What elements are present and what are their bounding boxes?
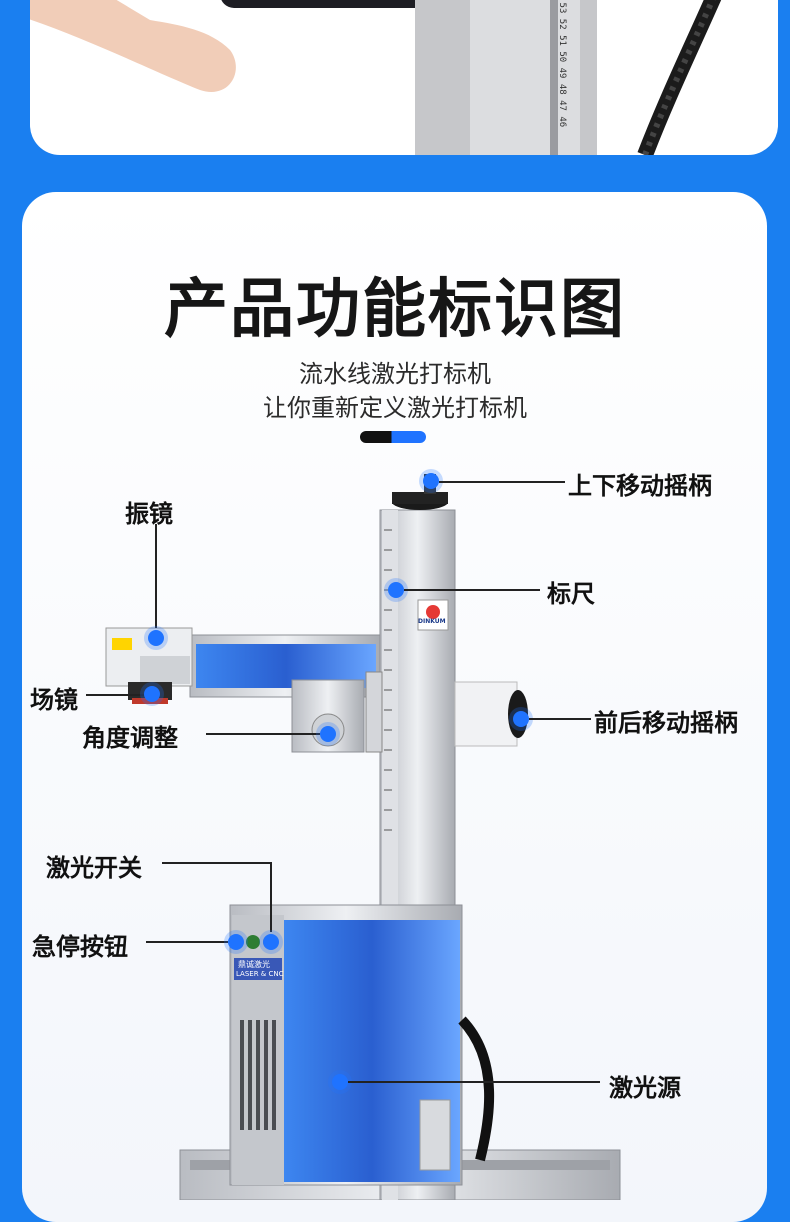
label-angle-adjust: 角度调整 (82, 724, 178, 752)
emergency-stop-line (146, 941, 228, 943)
top-photo-illustration (30, 0, 722, 155)
page-title: 产品功能标识图 (164, 273, 626, 347)
ruler-number: 51 (557, 35, 567, 46)
label-up-down-handle: 上下移动摇柄 (568, 472, 712, 500)
angle-adjust-dot (320, 726, 336, 742)
ruler-number: 47 (557, 100, 567, 111)
laser-source-dot (332, 1074, 348, 1090)
top-photo-strip: 55 54 53 52 51 50 49 48 47 46 (0, 0, 790, 160)
label-laser-source: 激光源 (609, 1074, 681, 1102)
ruler-number: 52 (557, 18, 567, 30)
label-ruler: 标尺 (547, 580, 595, 608)
field-lens-dot (144, 686, 160, 702)
ruler-number: 46 (557, 116, 567, 128)
subtitle-line-1: 流水线激光打标机 (299, 360, 491, 388)
top-photo-card: 55 54 53 52 51 50 49 48 47 46 (30, 0, 778, 155)
label-laser-switch: 激光开关 (46, 854, 142, 882)
up-down-handle-dot (423, 473, 439, 489)
front-back-handle-line (529, 718, 591, 720)
ruler-number: 49 (557, 67, 567, 79)
laser-source-line (348, 1081, 600, 1083)
angle-adjust-line (206, 733, 320, 735)
ruler-numbers: 55 54 53 52 51 50 49 48 47 46 (555, 0, 569, 155)
laser-switch-dot (263, 934, 279, 950)
laser-marking-machine (105, 474, 621, 1200)
laser-switch-line-v (270, 862, 272, 932)
laser-switch-line-h (162, 862, 272, 864)
label-galvo: 振镜 (125, 500, 173, 528)
ruler-line (404, 589, 540, 591)
galvo-dot (148, 630, 164, 646)
label-field-lens: 场镜 (30, 686, 78, 714)
field-lens-line (86, 694, 144, 696)
title-divider (360, 431, 426, 443)
emergency-stop-dot (228, 934, 244, 950)
panel-brand: 鼎诚激光 (238, 960, 270, 969)
label-front-back-handle: 前后移动摇柄 (594, 709, 738, 737)
ruler-number: 53 (557, 2, 567, 14)
panel-brand-en: LASER & CNC (236, 970, 284, 978)
front-back-handle-dot (513, 711, 529, 727)
label-emergency-stop: 急停按钮 (32, 933, 128, 961)
ruler-number: 50 (557, 51, 567, 63)
ruler-dot (388, 582, 404, 598)
brand-badge: DINKUM (418, 618, 446, 625)
ruler-number: 48 (557, 83, 567, 95)
galvo-line (155, 524, 157, 628)
up-down-handle-line (439, 481, 565, 483)
subtitle-line-2: 让你重新定义激光打标机 (263, 394, 527, 422)
